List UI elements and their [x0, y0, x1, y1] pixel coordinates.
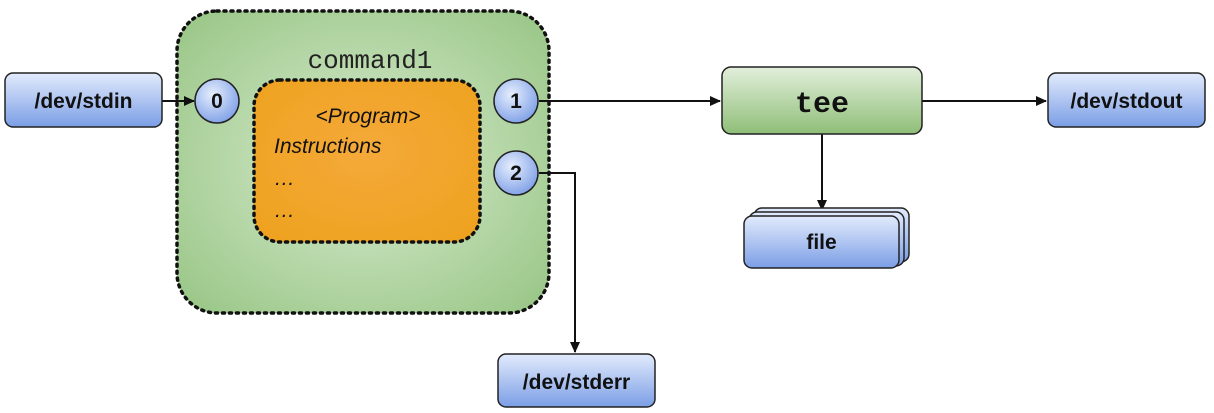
program-line-4: …: [274, 199, 295, 222]
program-box: <Program> Instructions … …: [252, 78, 482, 244]
stdin-node: /dev/stdin: [4, 72, 163, 128]
stderr-label: /dev/stderr: [523, 371, 630, 394]
tee-label: tee: [795, 88, 849, 122]
connectors: [162, 96, 1047, 353]
stdout-label: /dev/stdout: [1070, 90, 1182, 113]
tee-node: tee: [721, 66, 923, 135]
arrow-fd2-to-stderr: [539, 172, 580, 353]
fd-0: 0: [194, 78, 240, 124]
program-line-3: …: [274, 167, 295, 190]
fd-1-label: 1: [510, 90, 522, 113]
file-node: file: [743, 207, 910, 269]
file-label: file: [806, 231, 836, 254]
program-line-1: <Program>: [315, 105, 420, 128]
stdout-node: /dev/stdout: [1047, 72, 1206, 128]
program-line-2: Instructions: [274, 135, 382, 158]
stdin-label: /dev/stdin: [34, 90, 132, 113]
stderr-node: /dev/stderr: [497, 353, 656, 408]
fd-1: 1: [493, 78, 539, 124]
fd-2-label: 2: [510, 162, 522, 185]
fd-0-label: 0: [211, 90, 223, 113]
process-name: command1: [308, 46, 433, 76]
fd-2: 2: [493, 150, 539, 196]
